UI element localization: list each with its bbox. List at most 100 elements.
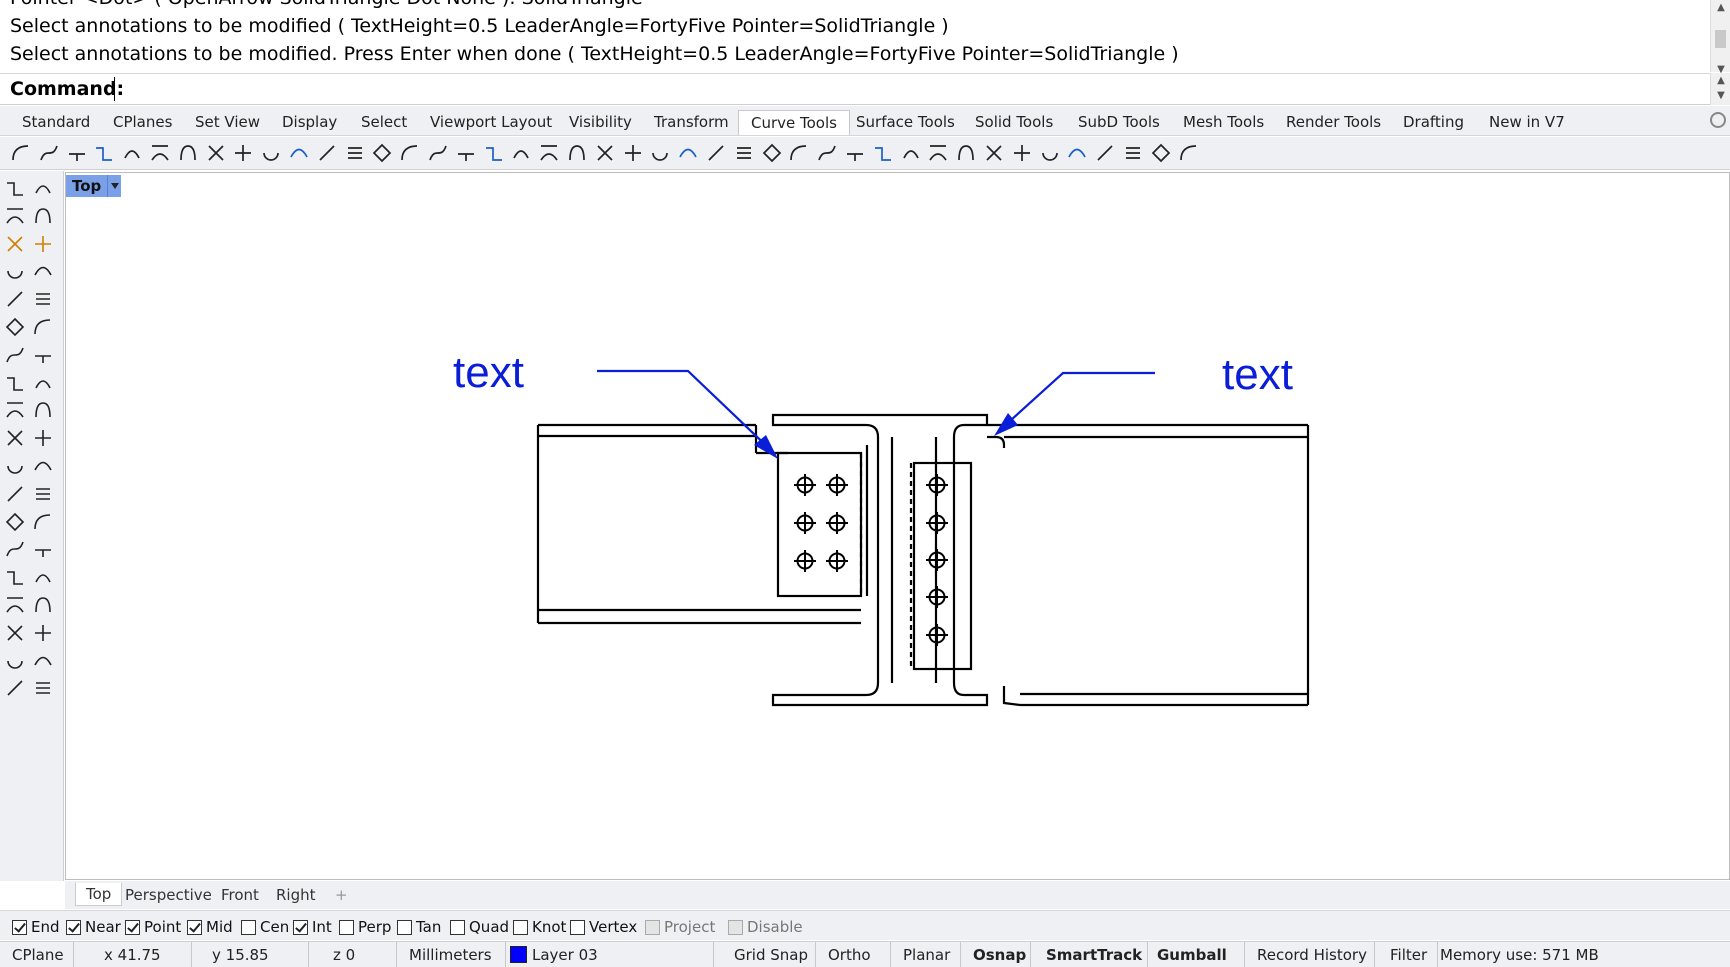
surface-icon[interactable] [4,455,26,477]
mesh-icon[interactable] [32,511,54,533]
command-spinner[interactable]: ▲ ▼ [1710,73,1730,105]
ellipse-icon[interactable] [32,344,54,366]
osnap-cen[interactable]: Cen [241,918,289,936]
tab-surface-tools[interactable]: Surface Tools [856,113,955,131]
point-icon[interactable] [4,205,26,227]
planar-toggle[interactable]: Planar [891,942,961,967]
osnap-checkbox[interactable] [293,919,308,935]
circle-icon[interactable] [32,288,54,310]
osnap-int[interactable]: Int [293,918,332,936]
fair-icon[interactable] [316,142,338,164]
osnap-end[interactable]: End [12,918,60,936]
osnap-checkbox[interactable] [513,919,528,935]
blend-curve-icon[interactable] [427,142,449,164]
point-icon[interactable] [32,205,54,227]
chevron-down-icon[interactable] [107,175,121,197]
curve-fillet-icon[interactable] [10,142,32,164]
tab-select[interactable]: Select [361,113,408,131]
osnap-checkbox[interactable] [645,919,660,935]
osnap-near[interactable]: Near [66,918,121,936]
tab-subd-tools[interactable]: SubD Tools [1078,113,1160,131]
tab-drafting[interactable]: Drafting [1403,113,1465,131]
extend-curve-icon[interactable] [66,142,88,164]
edit-points-icon[interactable] [1122,142,1144,164]
tab-display[interactable]: Display [282,113,338,131]
edit-points-icon[interactable] [733,142,755,164]
polyline-icon[interactable] [4,233,26,255]
annotation-text-left[interactable]: text [453,348,524,397]
osnap-project[interactable]: Project [645,918,715,936]
tab-curve-tools[interactable]: Curve Tools [738,110,850,135]
spin-down-icon[interactable]: ▼ [1717,90,1725,101]
tab-cplanes[interactable]: CPlanes [113,113,173,131]
tab-new-in-v7[interactable]: New in V7 [1489,113,1565,131]
osnap-checkbox[interactable] [12,919,27,935]
right-beam[interactable] [987,415,1310,707]
select-icon[interactable] [32,566,54,588]
ellipse-icon[interactable] [4,344,26,366]
rebuild-curve-icon[interactable] [1066,142,1088,164]
viewport-top[interactable]: text text Top [65,172,1730,880]
tab-solid-tools[interactable]: Solid Tools [975,113,1054,131]
pull-icon[interactable] [1039,142,1061,164]
right-shear-plate[interactable] [909,461,973,671]
add-view-tab-icon[interactable]: + [335,886,348,904]
record-history-toggle[interactable]: Record History [1245,942,1375,967]
solid-icon[interactable] [4,483,26,505]
osnap-point[interactable]: Point [125,918,181,936]
osnap-quad[interactable]: Quad [450,918,509,936]
curve-fillet-icon[interactable] [399,142,421,164]
tab-visibility[interactable]: Visibility [569,113,632,131]
gumball-toggle[interactable]: Gumball [1148,942,1245,967]
rebuild-curve-icon[interactable] [288,142,310,164]
curve-fillet-icon[interactable] [788,142,810,164]
match-curve-icon[interactable] [149,142,171,164]
adjust-seam-icon[interactable] [955,142,977,164]
view-tab-top[interactable]: Top [75,883,123,906]
solid-icon[interactable] [32,483,54,505]
circle-icon[interactable] [4,677,26,699]
polyline-icon[interactable] [32,622,54,644]
left-shear-plate[interactable] [776,451,863,598]
surface-icon[interactable] [32,455,54,477]
select-icon[interactable] [4,177,26,199]
osnap-checkbox[interactable] [728,919,743,935]
transform-icon[interactable] [32,538,54,560]
viewport-title[interactable]: Top [66,175,122,197]
filter-toggle[interactable]: Filter [1375,942,1438,967]
text-icon[interactable] [4,427,26,449]
curve-icon[interactable] [32,650,54,672]
extend-curve-icon[interactable] [844,142,866,164]
fair-icon[interactable] [705,142,727,164]
view-tab-perspective[interactable]: Perspective [125,886,212,904]
osnap-toggle[interactable]: Osnap [961,942,1031,967]
command-input-caret[interactable] [114,77,115,101]
osnap-checkbox[interactable] [570,919,585,935]
polygon-icon[interactable] [32,399,54,421]
adjust-seam-icon[interactable] [566,142,588,164]
project-icon[interactable] [232,142,254,164]
rectangle-icon[interactable] [32,372,54,394]
rebuild-curve-icon[interactable] [677,142,699,164]
left-beam[interactable] [536,423,861,625]
view-tab-front[interactable]: Front [221,886,259,904]
curve-from-objects-icon[interactable] [983,142,1005,164]
polygon-icon[interactable] [4,399,26,421]
chamfer-icon[interactable] [93,142,115,164]
ortho-toggle[interactable]: Ortho [816,942,891,967]
curve-icon[interactable] [32,260,54,282]
osnap-checkbox[interactable] [450,919,465,935]
text-icon[interactable] [32,427,54,449]
project-icon[interactable] [622,142,644,164]
tab-set-view[interactable]: Set View [195,113,260,131]
circle-icon[interactable] [4,288,26,310]
status-units[interactable]: Millimeters [397,942,506,967]
command-line[interactable]: Command: [0,73,1710,105]
osnap-checkbox[interactable] [187,919,202,935]
osnap-tan[interactable]: Tan [397,918,441,936]
curve-from-objects-icon[interactable] [594,142,616,164]
edit-points-icon[interactable] [344,142,366,164]
rectangle-icon[interactable] [4,372,26,394]
arc-icon[interactable] [4,316,26,338]
annotation-text-right[interactable]: text [1222,350,1293,399]
